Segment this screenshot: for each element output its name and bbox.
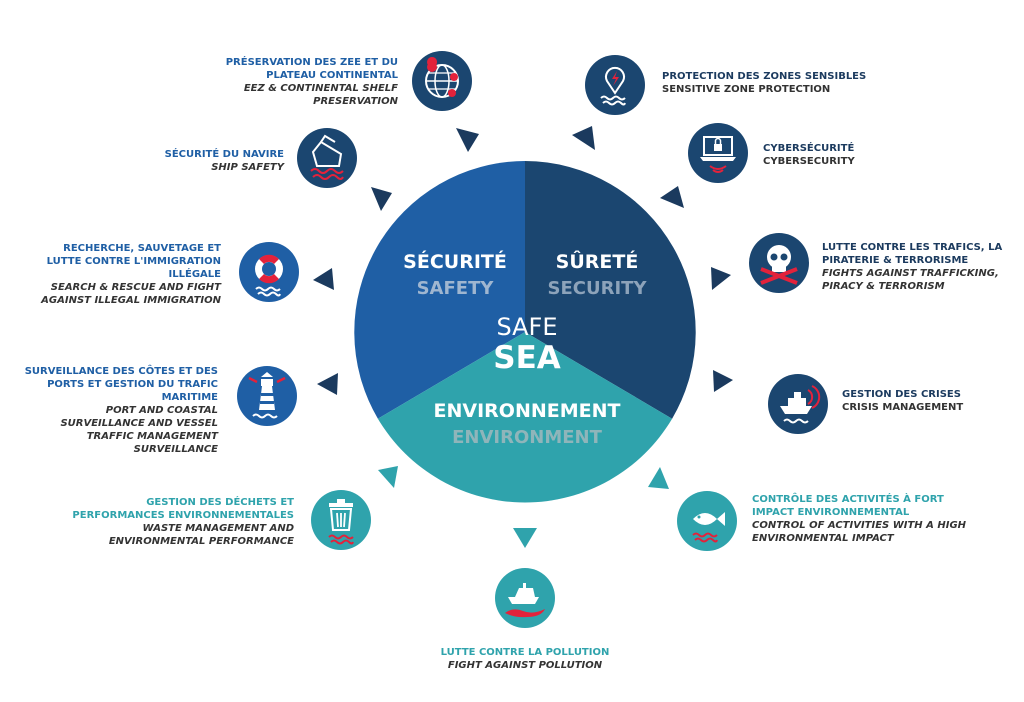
label-activites: Contrôle des activités à fort impact env… (752, 493, 982, 545)
lifebuoy-icon (239, 242, 299, 302)
label-activites-fr: Contrôle des activités à fort impact env… (752, 494, 944, 518)
label-trafics-fr: Lutte contre les trafics, la piraterie &… (822, 242, 1003, 266)
label-cotes-en: Port and coastal surveillance and vessel… (60, 405, 218, 455)
center-safe: SAFE (496, 313, 557, 341)
label-crises-fr: Gestion des crises (842, 389, 961, 400)
label-navire: Sécurité du navire Ship safety (104, 148, 284, 174)
segment-environment-en: ENVIRONMENT (452, 427, 602, 448)
segment-environment-fr: ENVIRONNEMENT (434, 400, 621, 422)
label-dechets-fr: Gestion des déchets et performances envi… (72, 497, 294, 521)
ship-signal-icon (768, 374, 828, 434)
segment-security-fr: SÛRETÉ (556, 249, 639, 273)
arrow-pollution (513, 528, 537, 548)
arrow-markers (313, 126, 733, 548)
lighthouse-icon (237, 366, 297, 426)
arrow-zones (572, 126, 595, 150)
trash-bin-icon (311, 490, 371, 550)
label-navire-fr: Sécurité du navire (164, 149, 284, 160)
fish-icon (677, 491, 737, 551)
arrow-navire (371, 187, 392, 211)
center-sea: SEA (493, 340, 561, 376)
map-pin-waves-icon (585, 55, 645, 115)
label-sauvetage-fr: Recherche, sauvetage et lutte contre l'i… (46, 243, 221, 280)
laptop-lock-icon (688, 123, 748, 183)
skull-crossbones-icon (749, 233, 809, 293)
label-trafics-en: Fights against trafficking, piracy & ter… (822, 268, 999, 292)
globe-pins-icon (412, 51, 472, 111)
arrow-zee (456, 128, 479, 152)
label-cotes: Surveillance des côtes et des ports et g… (18, 365, 218, 456)
label-crises: Gestion des crises Crisis management (842, 388, 1012, 414)
arrow-trafics (711, 267, 731, 290)
label-zones: Protection des zones sensibles Sensitive… (662, 70, 892, 96)
label-navire-en: Ship safety (211, 162, 284, 173)
label-zones-en: Sensitive zone protection (662, 84, 831, 95)
label-pollution-fr: Lutte contre la pollution (440, 647, 610, 658)
arrow-crises (713, 370, 733, 392)
segment-security (525, 161, 696, 419)
segment-safety-en: SAFETY (417, 278, 495, 299)
label-dechets: Gestion des déchets et performances envi… (64, 496, 294, 548)
label-crises-en: Crisis management (842, 402, 964, 413)
arrow-cotes (317, 373, 338, 395)
segment-safety-fr: SÉCURITÉ (403, 250, 507, 273)
arrow-activites (648, 467, 669, 489)
label-zones-fr: Protection des zones sensibles (662, 71, 867, 82)
arrow-dechets (378, 466, 398, 488)
segment-safety (354, 161, 525, 419)
label-trafics: Lutte contre les trafics, la piraterie &… (822, 241, 1017, 293)
ship-hull-icon (297, 128, 357, 188)
arrow-sauvetage (313, 268, 334, 290)
label-activites-en: Control of activities with a high enviro… (752, 520, 967, 544)
label-dechets-en: Waste management and environmental perfo… (108, 523, 294, 547)
label-cotes-fr: Surveillance des côtes et des ports et g… (24, 366, 218, 403)
label-sauvetage-en: Search & rescue and fight against illega… (41, 282, 221, 306)
label-cyber-fr: Cybersécurité (763, 143, 855, 154)
label-pollution-en: Fight against pollution (447, 660, 603, 671)
label-zee-fr: Préservation des ZEE et du plateau conti… (225, 57, 398, 81)
arrow-cyber (660, 186, 684, 208)
label-cyber: Cybersécurité Cybersecurity (763, 142, 933, 168)
label-zee-en: EEZ & continental shelf preservation (243, 83, 398, 107)
label-pollution: Lutte contre la pollution Fight against … (412, 646, 638, 672)
label-zee: Préservation des ZEE et du plateau conti… (198, 56, 398, 108)
label-sauvetage: Recherche, sauvetage et lutte contre l'i… (41, 242, 221, 307)
oil-spill-boat-icon (495, 568, 555, 628)
segment-security-en: SECURITY (548, 278, 648, 299)
segment-environment (377, 332, 673, 503)
label-cyber-en: Cybersecurity (763, 156, 855, 167)
